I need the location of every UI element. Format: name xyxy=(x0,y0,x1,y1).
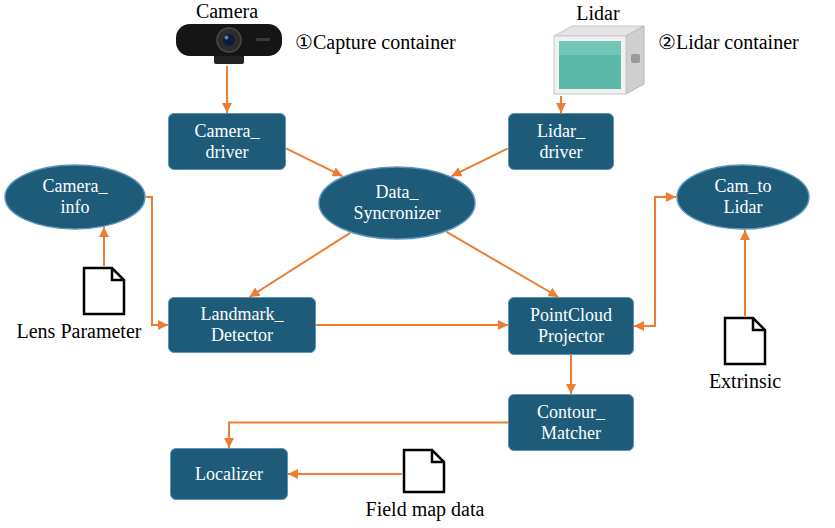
connector-arrow xyxy=(249,233,350,297)
label-holder: Contour_ Matcher xyxy=(526,402,616,443)
label-holder: Landmark_ Detector xyxy=(192,304,292,345)
webcam-detail xyxy=(256,38,270,41)
connector-arrow xyxy=(570,355,572,394)
node-label: Extrinsic xyxy=(709,370,781,392)
node-label: Lidar xyxy=(576,2,619,24)
label-holder: Localizer xyxy=(195,464,263,485)
connector-arrow xyxy=(744,230,746,316)
document-icon xyxy=(723,316,767,366)
webcam-lens xyxy=(223,34,235,46)
file-node: Lens Parameter xyxy=(4,266,154,346)
webcam-illustration xyxy=(176,24,282,64)
device-node: Lidar xyxy=(548,2,648,96)
connector-arrow xyxy=(316,324,508,326)
node-label: Localizer xyxy=(195,464,263,484)
lidar-connector xyxy=(631,54,640,63)
container-group: ②Lidar containerLidar_ driverPointCloud … xyxy=(492,75,690,516)
node-label: Lidar_ driver xyxy=(537,121,585,162)
document-outline xyxy=(725,318,765,364)
lidar-window xyxy=(559,41,621,89)
node-label: PointCloud Projector xyxy=(530,305,612,346)
lidar-top xyxy=(554,26,644,36)
label-holder: Extrinsic xyxy=(690,370,800,393)
ellipse-outline xyxy=(677,165,809,229)
lidar-front-frame xyxy=(554,36,626,94)
lidar-window-shine xyxy=(559,41,621,55)
node-label: Lens Parameter xyxy=(17,320,142,342)
process-box: Localizer xyxy=(170,448,288,500)
process-box: Lidar_ driver xyxy=(508,113,614,170)
node-label: Field map data xyxy=(366,498,485,520)
document-outline xyxy=(404,450,444,492)
label-holder: Lens Parameter xyxy=(4,320,154,343)
connector-arrow xyxy=(103,227,105,266)
ellipse-outline xyxy=(319,167,475,239)
process-ellipse: Data_ Syncronizer xyxy=(318,166,476,240)
document-outline xyxy=(84,268,124,314)
label-holder: Lidar_ driver xyxy=(521,121,601,162)
process-box: Contour_ Matcher xyxy=(508,394,634,451)
node-label: Camera xyxy=(196,0,258,22)
connector-arrow xyxy=(288,473,402,475)
document-fold xyxy=(432,450,444,462)
container-group: ①Capture containerCamera_ driverData_ Sy… xyxy=(158,75,488,358)
document-icon xyxy=(82,266,126,316)
node-label: Landmark_ Detector xyxy=(201,304,284,345)
file-node: Extrinsic xyxy=(690,316,800,400)
lidar-side xyxy=(626,26,644,94)
process-box: PointCloud Projector xyxy=(508,297,634,355)
device-node: Camera xyxy=(168,0,286,66)
webcam-stand xyxy=(214,52,244,64)
node-label: ①Capture container xyxy=(295,31,456,53)
webcam-lens-ring xyxy=(217,28,241,52)
webcam-glint xyxy=(225,36,229,40)
ellipse-outline xyxy=(5,165,145,229)
node-label: Contour_ Matcher xyxy=(537,402,605,443)
document-icon xyxy=(402,448,446,494)
document-fold xyxy=(112,268,124,280)
connector-arrow xyxy=(451,148,508,176)
lidar-illustration xyxy=(554,26,644,94)
connector-arrow xyxy=(146,197,168,325)
label-holder: Field map data xyxy=(350,498,500,521)
connector-arrow xyxy=(634,197,676,326)
connector-arrow xyxy=(229,423,508,449)
label-holder: ②Lidar container xyxy=(658,31,799,54)
label-holder: Lidar xyxy=(548,2,648,25)
connector-arrow xyxy=(447,232,559,297)
connector-arrow xyxy=(226,66,228,113)
process-ellipse: Cam_to Lidar xyxy=(676,164,810,230)
process-box: Camera_ driver xyxy=(168,113,286,170)
process-box: Landmark_ Detector xyxy=(168,297,316,353)
node-label: Camera_ driver xyxy=(195,121,260,162)
connector-arrow xyxy=(560,96,562,113)
label-holder: Camera xyxy=(168,0,286,23)
document-fold xyxy=(753,318,765,330)
connector-arrow xyxy=(286,148,343,176)
process-ellipse: Camera_ info xyxy=(4,164,146,230)
label-holder: Camera_ driver xyxy=(185,121,269,162)
file-node: Field map data xyxy=(350,448,500,520)
node-label: ②Lidar container xyxy=(658,31,799,53)
label-holder: ①Capture container xyxy=(295,31,456,54)
webcam-body xyxy=(176,24,282,56)
label-holder: PointCloud Projector xyxy=(521,305,621,346)
